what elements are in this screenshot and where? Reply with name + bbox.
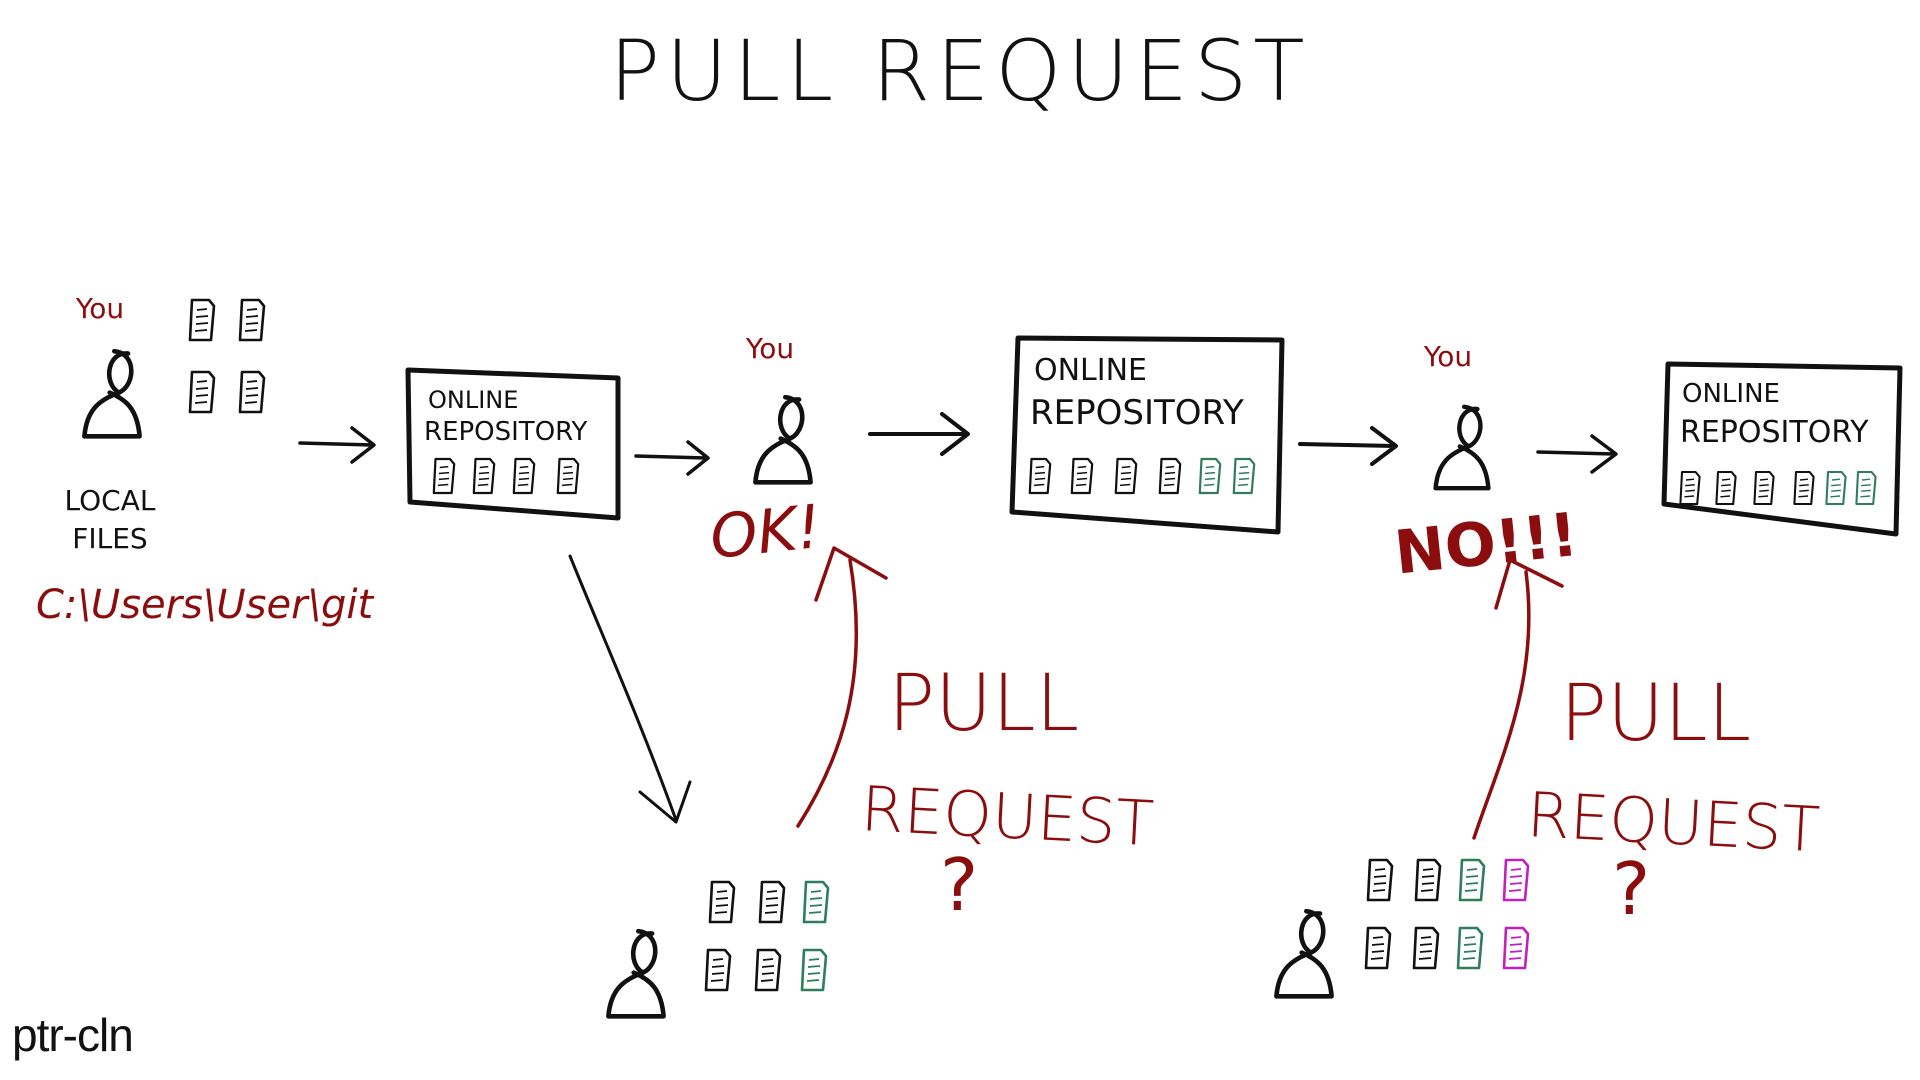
local-files-label-1: LOCAL — [65, 484, 156, 517]
person-icon — [84, 351, 139, 436]
pull-request-label-line2: REQUEST — [1525, 778, 1821, 866]
file-icon — [432, 457, 456, 495]
diagram-title: PULL REQUEST — [609, 22, 1310, 120]
arrow-icon — [1536, 434, 1618, 474]
pull-request-label-line1: PULL — [1560, 669, 1751, 759]
file-icon — [1753, 470, 1775, 506]
file-icon — [758, 880, 786, 924]
you-label-local: You — [75, 292, 124, 325]
file-icon — [1793, 470, 1815, 506]
online-repository-2: ONLINE REPOSITORY — [1009, 335, 1285, 535]
local-path-label: C:\Users\User\git — [36, 582, 375, 628]
file-icon — [1114, 457, 1138, 495]
arrow-icon — [634, 440, 710, 476]
file-icon — [512, 457, 536, 495]
file-icon — [1679, 470, 1701, 506]
file-icon — [1458, 858, 1486, 902]
person-icon — [608, 931, 663, 1016]
file-icon — [1715, 470, 1737, 506]
file-icon — [1502, 926, 1530, 970]
no-label: NO!!! — [1391, 500, 1581, 589]
pull-request-label-line1: PULL — [888, 659, 1079, 749]
file-icon — [238, 298, 266, 342]
arrow-icon — [298, 426, 376, 464]
arrow-icon — [568, 554, 692, 824]
file-icon — [1070, 457, 1094, 495]
contributor-1-files — [704, 880, 830, 992]
file-icon — [1502, 858, 1530, 902]
pull-request-question: ? — [940, 843, 978, 927]
author-credit: ptr-cln — [12, 1009, 134, 1061]
pull-request-question: ? — [1612, 847, 1650, 931]
you-label-ok: You — [745, 332, 794, 365]
file-icon — [1366, 858, 1394, 902]
file-icon — [1028, 457, 1052, 495]
arrow-icon — [796, 546, 888, 828]
ok-label: OK! — [707, 492, 824, 573]
file-icon — [472, 457, 496, 495]
file-icon — [1825, 470, 1847, 506]
file-icon — [802, 880, 830, 924]
person-icon — [1276, 911, 1331, 996]
file-icon — [1364, 926, 1392, 970]
file-icon — [1232, 457, 1256, 495]
file-icon — [1158, 457, 1182, 495]
file-icon — [1414, 858, 1442, 902]
pull-request-label-line2: REQUEST — [859, 772, 1155, 860]
online-repository-3: ONLINE REPOSITORY — [1661, 361, 1903, 537]
file-icon — [1412, 926, 1440, 970]
file-icon — [708, 880, 736, 924]
file-icon — [556, 457, 580, 495]
person-icon — [1436, 407, 1489, 488]
you-label-no: You — [1423, 340, 1472, 373]
local-files-label-2: FILES — [72, 522, 147, 555]
file-icon — [1456, 926, 1484, 970]
local-files-icons — [188, 298, 266, 414]
repo-label-line1: ONLINE — [1682, 379, 1780, 409]
contributor-2-files — [1364, 858, 1530, 970]
file-icon — [704, 948, 732, 992]
repo-label-line1: ONLINE — [1034, 353, 1147, 388]
repo-label-line2: REPOSITORY — [1030, 393, 1244, 433]
file-icon — [188, 370, 216, 414]
file-icon — [1198, 457, 1222, 495]
arrow-icon — [1472, 558, 1564, 840]
arrow-icon — [1298, 426, 1398, 466]
file-icon — [1855, 470, 1877, 506]
file-icon — [188, 298, 216, 342]
file-icon — [754, 948, 782, 992]
file-icon — [238, 370, 266, 414]
online-repository-1: ONLINE REPOSITORY — [405, 367, 621, 521]
file-icon — [800, 948, 828, 992]
repo-label-line1: ONLINE — [428, 386, 518, 414]
repo-label-line2: REPOSITORY — [424, 417, 588, 447]
person-icon — [755, 397, 810, 482]
arrow-icon — [868, 412, 970, 456]
repo-label-line2: REPOSITORY — [1680, 415, 1869, 450]
